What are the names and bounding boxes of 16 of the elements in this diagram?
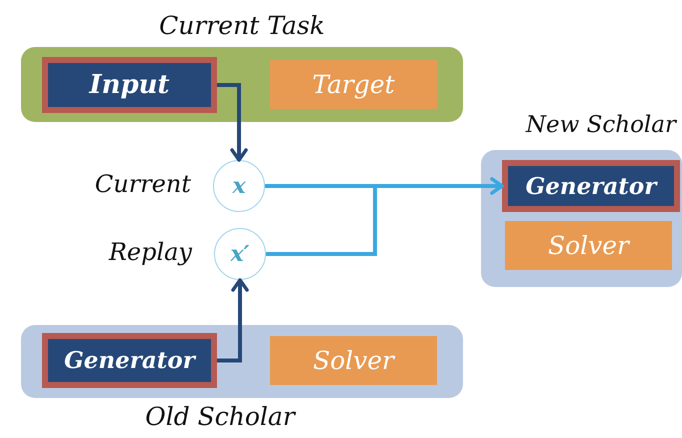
group-heading: Old Scholar <box>144 402 297 431</box>
row-label: Replay <box>108 238 192 266</box>
variable-circle: x′ <box>214 228 266 280</box>
solver-box: Target <box>270 60 437 109</box>
variable-circle: x <box>213 160 265 212</box>
group-heading: New Scholar <box>526 112 676 138</box>
solver-box: Solver <box>505 221 672 270</box>
arrow <box>217 83 248 162</box>
generator-box: Generator <box>502 160 680 212</box>
generator-box: Input <box>42 57 217 113</box>
arrow <box>266 177 504 256</box>
generator-box: Generator <box>42 333 217 388</box>
arrow <box>217 278 249 362</box>
solver-box: Solver <box>270 336 437 385</box>
row-label: Current <box>94 170 191 198</box>
group-heading: Current Task <box>158 11 326 40</box>
